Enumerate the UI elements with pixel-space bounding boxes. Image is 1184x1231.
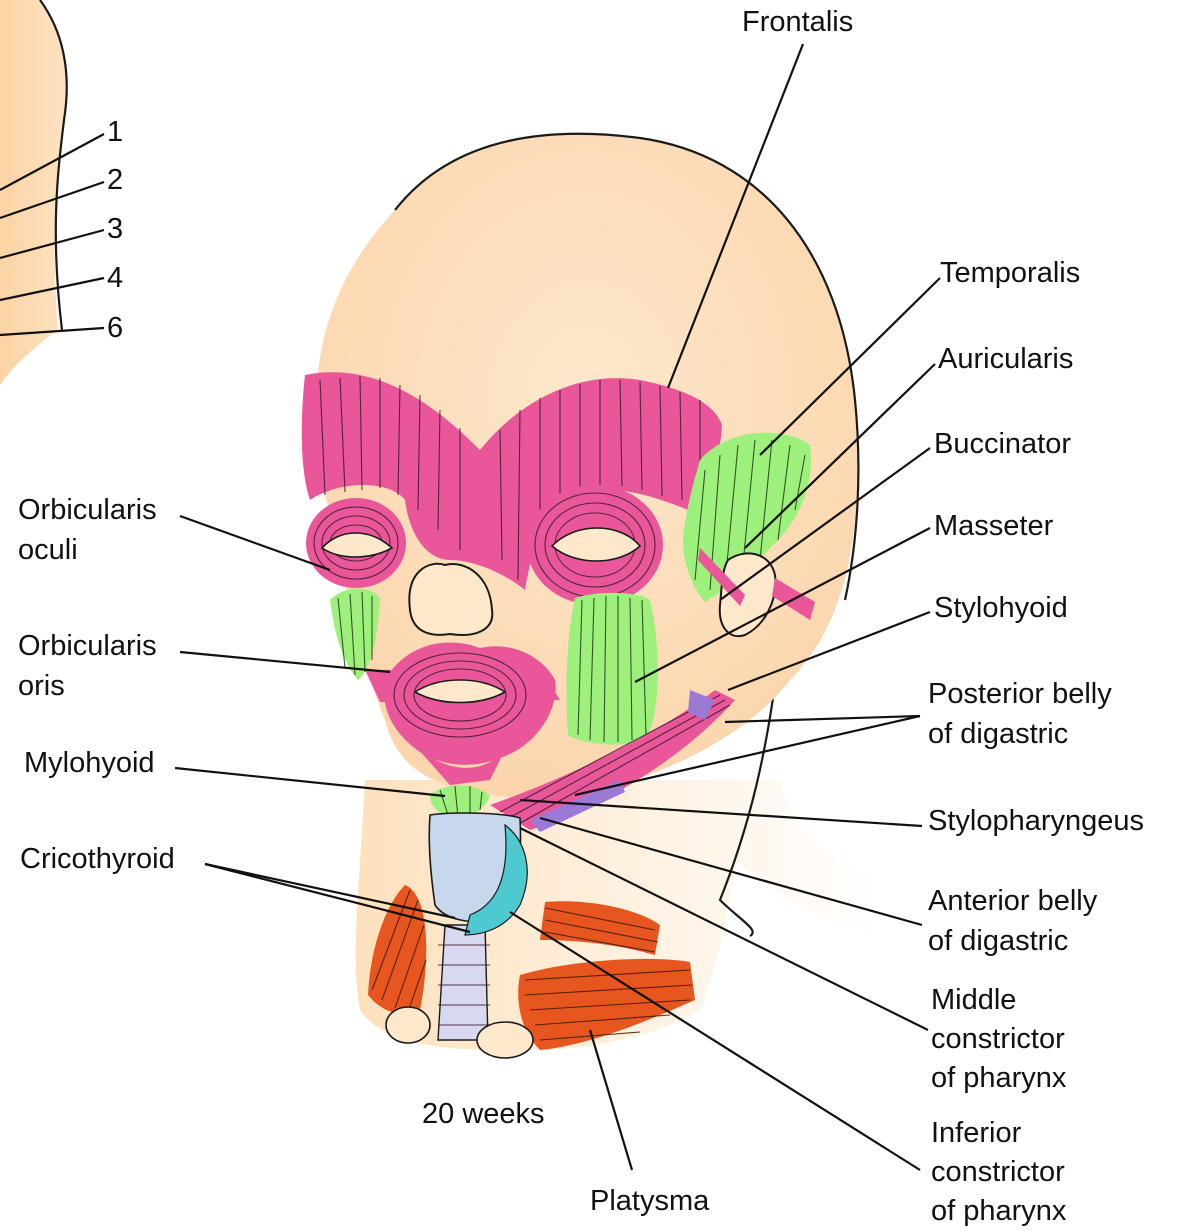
label-posterior-belly-digastric-line1: Posterior belly [928, 674, 1112, 714]
label-cricothyroid: Cricothyroid [20, 839, 175, 879]
inset-profile [0, 0, 104, 385]
label-middle-constrictor-line1: Middle [931, 980, 1016, 1020]
label-frontalis: Frontalis [742, 2, 853, 42]
label-orbicularis-oris-line1: Orbicularis [18, 626, 157, 666]
label-anterior-belly-digastric-line2: of digastric [928, 921, 1068, 961]
label-buccinator: Buccinator [934, 424, 1071, 464]
label-posterior-belly-digastric-line2: of digastric [928, 714, 1068, 754]
label-masseter: Masseter [934, 506, 1053, 546]
inset-number-4: 4 [107, 261, 123, 295]
label-inferior-constrictor-line1: Inferior [931, 1113, 1021, 1153]
label-orbicularis-oculi-line2: oculi [18, 530, 78, 570]
inset-number-1: 1 [107, 115, 123, 149]
label-mylohyoid: Mylohyoid [24, 743, 155, 783]
label-inferior-constrictor-line2: constrictor [931, 1152, 1065, 1192]
label-inferior-constrictor-line3: of pharynx [931, 1191, 1066, 1231]
label-temporalis: Temporalis [940, 253, 1080, 293]
label-stylopharyngeus: Stylopharyngeus [928, 801, 1144, 841]
label-anterior-belly-digastric-line1: Anterior belly [928, 881, 1097, 921]
label-orbicularis-oris-line2: oris [18, 666, 65, 706]
label-middle-constrictor-line2: constrictor [931, 1019, 1065, 1059]
label-platysma: Platysma [590, 1181, 709, 1221]
label-orbicularis-oculi-line1: Orbicularis [18, 490, 157, 530]
label-auricularis: Auricularis [938, 339, 1073, 379]
inset-number-3: 3 [107, 212, 123, 246]
label-stylohyoid: Stylohyoid [934, 588, 1068, 628]
inset-number-2: 2 [107, 163, 123, 197]
label-age: 20 weeks [422, 1094, 545, 1134]
label-middle-constrictor-line3: of pharynx [931, 1058, 1066, 1098]
inset-number-6: 6 [107, 311, 123, 345]
